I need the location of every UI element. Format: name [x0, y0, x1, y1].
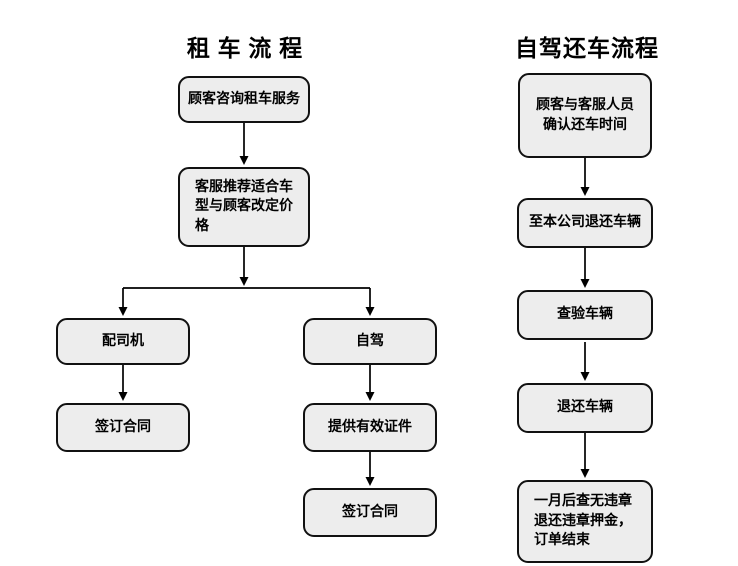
rental-flow-title: 租 车 流 程 — [186, 36, 304, 61]
node-provide-documents: 提供有效证件 — [303, 403, 437, 452]
node-self-drive: 自驾 — [303, 318, 437, 365]
node-inspect-vehicle: 查验车辆 — [517, 290, 653, 340]
node-sign-contract-left: 签订合同 — [56, 403, 190, 452]
arrow-branch-to-self-drive — [365, 288, 375, 316]
node-inquiry: 顾客咨询租车服务 — [178, 76, 310, 123]
node-return-vehicle: 退还车辆 — [517, 383, 653, 433]
arrow-self-drive-to-documents — [365, 365, 375, 401]
arrow-with-driver-to-contract — [118, 365, 128, 401]
arrow-inquiry-to-recommend — [239, 123, 249, 165]
arrow-documents-to-contract — [365, 452, 375, 486]
arrow-company-to-inspect — [580, 248, 590, 288]
return-flow-title: 自驾还车流程 — [515, 36, 659, 61]
arrow-branch-to-with-driver — [118, 288, 128, 316]
node-recommend: 客服推荐适合车型与顾客改定价格 — [178, 167, 310, 247]
arrow-return-to-deposit — [580, 433, 590, 478]
node-return-to-company: 至本公司退还车辆 — [517, 198, 653, 248]
node-confirm-time: 顾客与客服人员确认还车时间 — [518, 73, 652, 158]
node-with-driver: 配司机 — [56, 318, 190, 365]
node-deposit-and-finish: 一月后查无违章退还违章押金，订单结束 — [517, 480, 653, 563]
node-sign-contract-right: 签订合同 — [303, 488, 437, 537]
arrow-recommend-to-branch — [239, 247, 249, 286]
arrow-inspect-to-return — [580, 342, 590, 381]
arrow-confirm-to-company — [580, 158, 590, 196]
